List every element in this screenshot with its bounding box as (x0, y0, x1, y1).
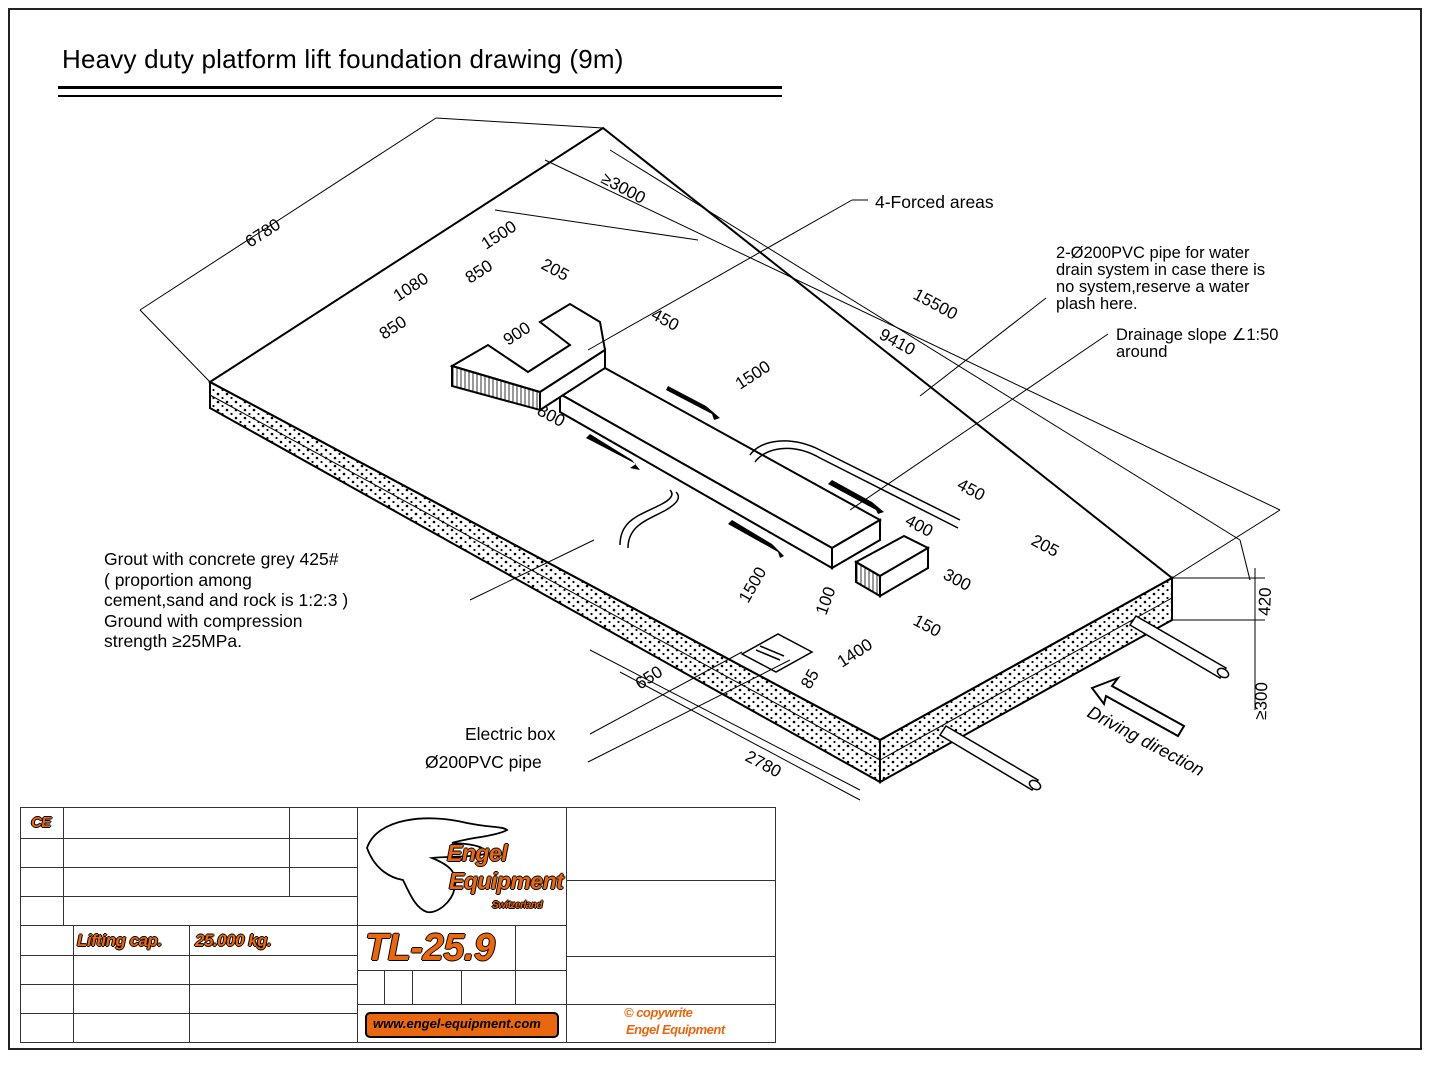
external-pipes (938, 614, 1230, 792)
slope-note-line: around (1116, 343, 1168, 361)
overall-dimensions (139, 117, 1281, 801)
tb-cell (189, 984, 358, 1014)
tb-cell (21, 925, 74, 956)
pipe-note-line: plash here. (1056, 295, 1138, 313)
grout-note-line: Grout with concrete grey 425# (104, 549, 339, 569)
lifting-value-cell: 25.000 kg. (189, 925, 358, 956)
pipe-note-line: no system,reserve a water (1056, 278, 1250, 296)
flow-arrows (586, 386, 884, 558)
brand-line1: Engel (447, 840, 508, 866)
copyright-line1: © copywrite (624, 1005, 693, 1020)
grout-note-line: cement,sand and rock is 1:2:3 ) (104, 590, 349, 610)
title-underline-thin (58, 95, 782, 97)
tb-cell (21, 955, 74, 985)
tb-cell (63, 896, 358, 926)
copyright-cell: © copywrite Engel Equipment (566, 1004, 775, 1042)
tb-cell (515, 925, 567, 971)
drawing-title: Heavy duty platform lift foundation draw… (62, 44, 624, 74)
grout-note-line: Ground with compression (104, 610, 303, 631)
tb-cell (21, 838, 64, 868)
wing-logo-icon (366, 817, 509, 914)
forced-areas-label: 4-Forced areas (875, 192, 994, 212)
grout-note-line: strength ≥25MPa. (104, 631, 243, 651)
grout-note-line: ( proportion among (104, 569, 252, 590)
tb-cell (73, 1013, 190, 1042)
tb-cell (566, 808, 775, 881)
tb-cell (412, 970, 462, 1005)
tb-cell (566, 880, 775, 957)
website-badge[interactable]: www.engel-equipment.com (365, 1012, 559, 1038)
dim-420: 420 (1255, 587, 1275, 616)
drain-pipes (619, 440, 961, 549)
pvc-pipe-label: Ø200PVC pipe (425, 752, 542, 772)
lifting-cap-value: 25.000 kg. (195, 931, 272, 950)
title-underline-thick (58, 86, 782, 89)
brand-country: Switzerland (492, 900, 543, 911)
tb-cell (515, 970, 567, 1005)
tb-cell (566, 956, 775, 1005)
pipe-note: 2-Ø200PVC pipe for water drain system in… (1056, 245, 1265, 313)
tb-cell (73, 955, 190, 985)
electric-box (740, 633, 814, 673)
tb-cell (384, 970, 413, 1005)
tb-cell (63, 867, 290, 897)
tb-cell (21, 984, 74, 1014)
driving-direction-arrow (1090, 675, 1186, 738)
tb-cell (63, 808, 290, 839)
lifting-cap-label: Lifting cap. (77, 931, 162, 950)
ce-cell: CE (21, 808, 64, 839)
brand-line2: Equipment (449, 868, 564, 894)
website-cell: www.engel-equipment.com (357, 1004, 567, 1042)
leader-lines (469, 199, 1109, 763)
tb-cell (189, 955, 358, 985)
model-cell: TL-25.9 (357, 925, 516, 971)
electric-box-label: Electric box (465, 724, 556, 744)
copyright-line2: Engel Equipment (626, 1022, 725, 1037)
ce-mark: CE (31, 814, 51, 831)
website-link[interactable]: www.engel-equipment.com (373, 1016, 541, 1031)
grout-note: Grout with concrete grey 425# ( proporti… (104, 549, 348, 652)
tb-cell (357, 970, 385, 1005)
tb-cell (63, 838, 290, 868)
tb-cell (21, 867, 64, 897)
pipe-note-line: 2-Ø200PVC pipe for water (1056, 244, 1250, 262)
tb-cell (21, 896, 64, 926)
tb-cell (289, 808, 358, 839)
tb-cell (21, 1013, 74, 1042)
slope-note-line: Drainage slope ∠1:50 (1116, 326, 1279, 344)
dim-300b: ≥300 (1251, 682, 1271, 720)
model-number: TL-25.9 (365, 927, 495, 969)
drainage-slope-note: Drainage slope ∠1:50 around (1116, 327, 1278, 361)
title-block: CE Lifting cap. 25.000 kg. (20, 807, 776, 1043)
tb-cell (189, 1013, 358, 1042)
tb-cell (461, 970, 516, 1005)
pits (449, 302, 931, 598)
sheet-border (8, 8, 1422, 1050)
logo-cell: Engel Equipment Switzerland (357, 808, 567, 926)
dim-650: 650 (632, 662, 666, 693)
dim-15500: 15500 (910, 285, 961, 324)
pipe-note-line: drain system in case there is (1056, 261, 1266, 279)
tb-cell (73, 984, 190, 1014)
tb-cell (289, 867, 358, 897)
dim-2780: 2780 (742, 747, 784, 782)
lifting-label-cell: Lifting cap. (73, 925, 190, 956)
tb-cell (289, 838, 358, 868)
